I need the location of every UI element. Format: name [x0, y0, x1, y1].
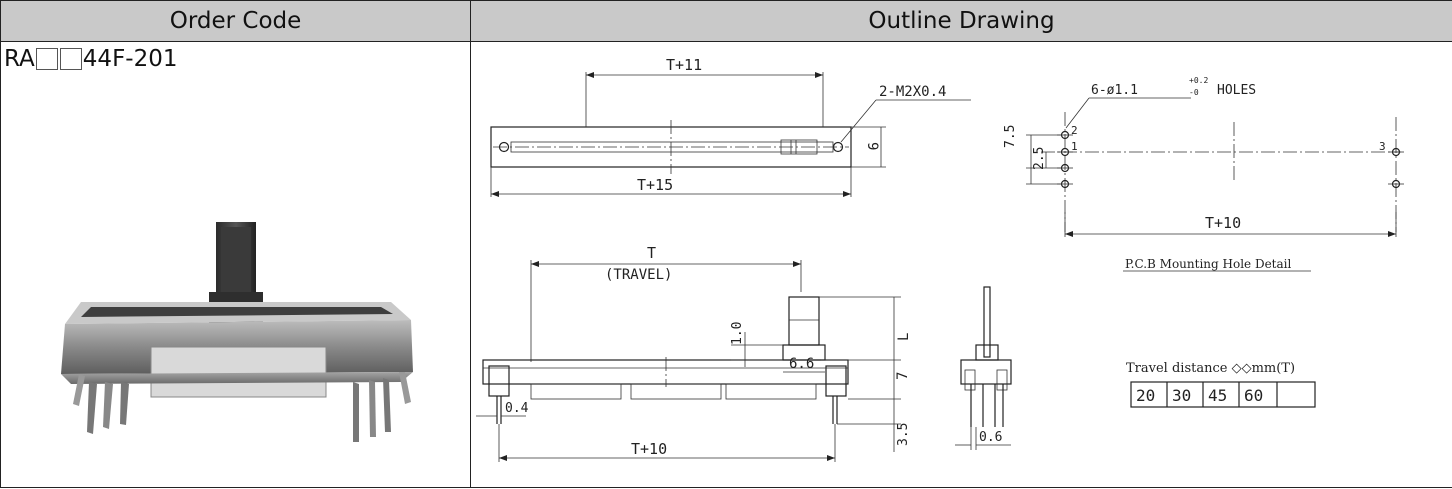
outline-drawing-cell: T+11 T+15 2-M2X0.4 9 6-ø1.1 +0.2 -0 — [471, 42, 1452, 488]
order-code-cell: RA 44F-201 — [1, 42, 471, 488]
pcb-detail: 6-ø1.1 +0.2 -0 HOLES 2 1 3 — [1003, 76, 1404, 271]
holes-label: 6-ø1.1 — [1091, 83, 1138, 98]
travel-note: (TRAVEL) — [605, 267, 672, 283]
dim-travel-t: T — [647, 244, 656, 262]
dim-1-0: 1.0 — [730, 322, 745, 345]
outline-drawing-header: Outline Drawing — [471, 1, 1452, 42]
top-view: T+11 T+15 2-M2X0.4 9 — [491, 56, 971, 197]
front-view: T (TRAVEL) L — [476, 244, 912, 462]
lever — [789, 297, 819, 345]
dim-7: 7 — [895, 372, 911, 380]
dim-6-6: 6.6 — [789, 356, 814, 372]
dim-t-plus-15: T+15 — [637, 176, 673, 194]
travel-value-4: 60 — [1244, 386, 1263, 405]
dim-7-5: 7.5 — [1003, 125, 1018, 148]
travel-value-3: 45 — [1208, 386, 1227, 405]
order-code: RA 44F-201 — [4, 46, 178, 72]
order-code-prefix: RA — [4, 46, 35, 72]
order-code-blank-2 — [60, 48, 82, 70]
hole-tol-plus: +0.2 — [1189, 76, 1208, 85]
dim-3-5: 3.5 — [896, 423, 911, 446]
dim-0-4: 0.4 — [505, 401, 529, 416]
side-view: 0.6 — [955, 287, 1011, 450]
pin-1: 1 — [1071, 140, 1078, 153]
dim-height-9: 9 — [864, 142, 880, 150]
travel-value-1: 20 — [1136, 386, 1155, 405]
screw-label: 2-M2X0.4 — [879, 84, 946, 100]
dim-t-plus-10-front: T+10 — [631, 440, 667, 458]
outline-drawing: T+11 T+15 2-M2X0.4 9 6-ø1.1 +0.2 -0 — [471, 42, 1451, 489]
pin-3: 3 — [1379, 140, 1386, 153]
pcb-caption: P.C.B Mounting Hole Detail — [1125, 257, 1291, 271]
travel-value-2: 30 — [1172, 386, 1191, 405]
holes-suffix: HOLES — [1217, 83, 1256, 98]
hole-tol-minus: -0 — [1189, 88, 1199, 97]
order-code-header: Order Code — [1, 1, 471, 42]
order-code-blank-1 — [36, 48, 58, 70]
dim-l: L — [896, 333, 912, 341]
dim-t-plus-11: T+11 — [666, 56, 702, 74]
pin-2: 2 — [1071, 124, 1078, 137]
order-code-suffix: 44F-201 — [83, 46, 178, 72]
dim-2-5: 2.5 — [1032, 147, 1047, 170]
dim-t-plus-10-pcb: T+10 — [1205, 214, 1241, 232]
product-photo — [21, 142, 441, 462]
dim-0-6: 0.6 — [979, 430, 1002, 445]
travel-table: Travel distance ◇◇mm(T) 20 30 45 60 — [1126, 361, 1315, 407]
travel-caption: Travel distance ◇◇mm(T) — [1126, 361, 1295, 376]
